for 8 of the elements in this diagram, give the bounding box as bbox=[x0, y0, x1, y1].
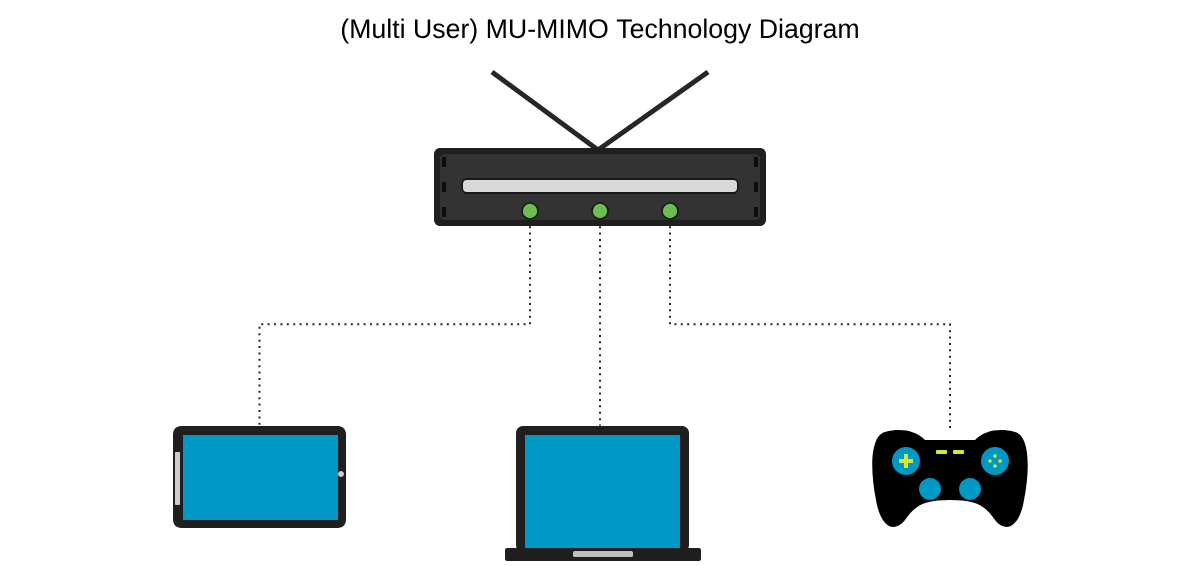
title: (Multi User) MU-MIMO Technology Diagram bbox=[341, 18, 858, 44]
dotted-connector bbox=[599, 225, 601, 427]
laptop-drawing bbox=[505, 426, 701, 561]
dotted-connector bbox=[669, 225, 951, 431]
gamepad-drawing bbox=[872, 430, 1028, 528]
tablet-drawing bbox=[173, 426, 346, 528]
router-drawing bbox=[434, 69, 766, 226]
dotted-connector bbox=[258, 225, 531, 427]
